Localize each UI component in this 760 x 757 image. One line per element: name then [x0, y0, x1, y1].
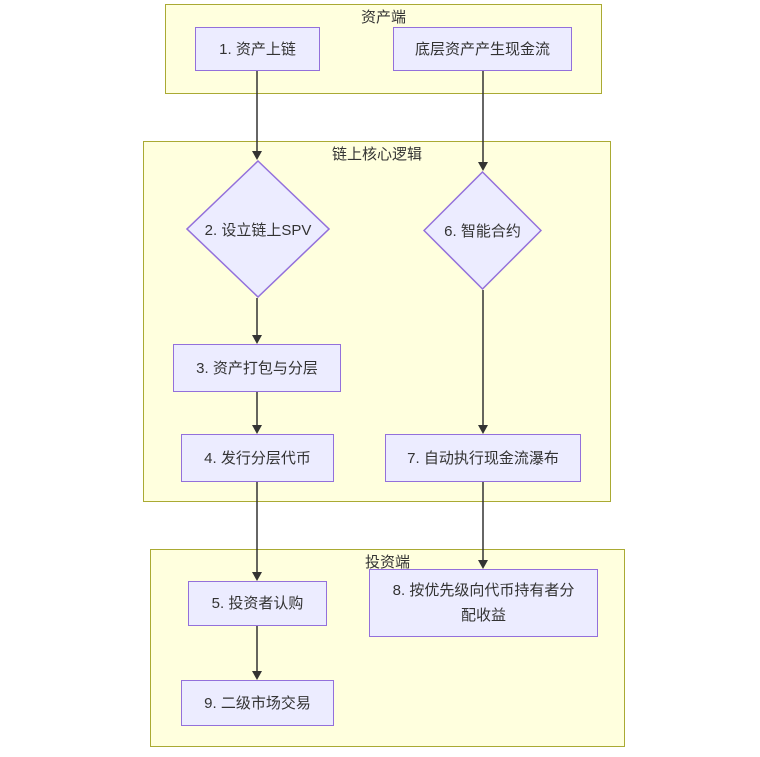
diamond-shape — [423, 171, 542, 290]
cluster-invest-label: 投资端 — [364, 554, 410, 571]
node-asset-onchain: 1. 资产上链 — [195, 27, 320, 71]
node-distribute-by-seniority: 8. 按优先级向代币持有者分配收益 — [369, 569, 598, 637]
diamond-shape — [186, 160, 330, 298]
node-setup-spv-label: 2. 设立链上SPV — [204, 221, 312, 239]
node-secondary-market-label: 9. 二级市场交易 — [204, 694, 311, 712]
node-smart-contract-label: 6. 智能合约 — [444, 223, 521, 240]
node-issue-tranche-tokens-label: 4. 发行分层代币 — [204, 449, 311, 467]
cluster-core-label: 链上核心逻辑 — [331, 146, 422, 163]
cluster-asset-label: 资产端 — [360, 9, 406, 26]
node-underlying-cashflow: 底层资产产生现金流 — [393, 27, 572, 71]
node-smart-contract-diamond: 6. 智能合约 — [423, 171, 542, 290]
node-packaging-tranching: 3. 资产打包与分层 — [173, 344, 341, 392]
node-cashflow-waterfall-label: 7. 自动执行现金流瀑布 — [407, 449, 559, 467]
node-secondary-market: 9. 二级市场交易 — [181, 680, 334, 726]
node-packaging-tranching-label: 3. 资产打包与分层 — [196, 359, 318, 377]
node-cashflow-waterfall: 7. 自动执行现金流瀑布 — [385, 434, 581, 482]
node-issue-tranche-tokens: 4. 发行分层代币 — [181, 434, 334, 482]
node-underlying-cashflow-label: 底层资产产生现金流 — [414, 40, 550, 58]
node-setup-spv-diamond: 2. 设立链上SPV — [186, 160, 330, 298]
node-investor-subscription: 5. 投资者认购 — [188, 581, 327, 626]
node-distribute-by-seniority-label: 8. 按优先级向代币持有者分配收益 — [392, 582, 575, 624]
node-asset-onchain-label: 1. 资产上链 — [219, 40, 296, 58]
node-investor-subscription-label: 5. 投资者认购 — [211, 595, 304, 612]
